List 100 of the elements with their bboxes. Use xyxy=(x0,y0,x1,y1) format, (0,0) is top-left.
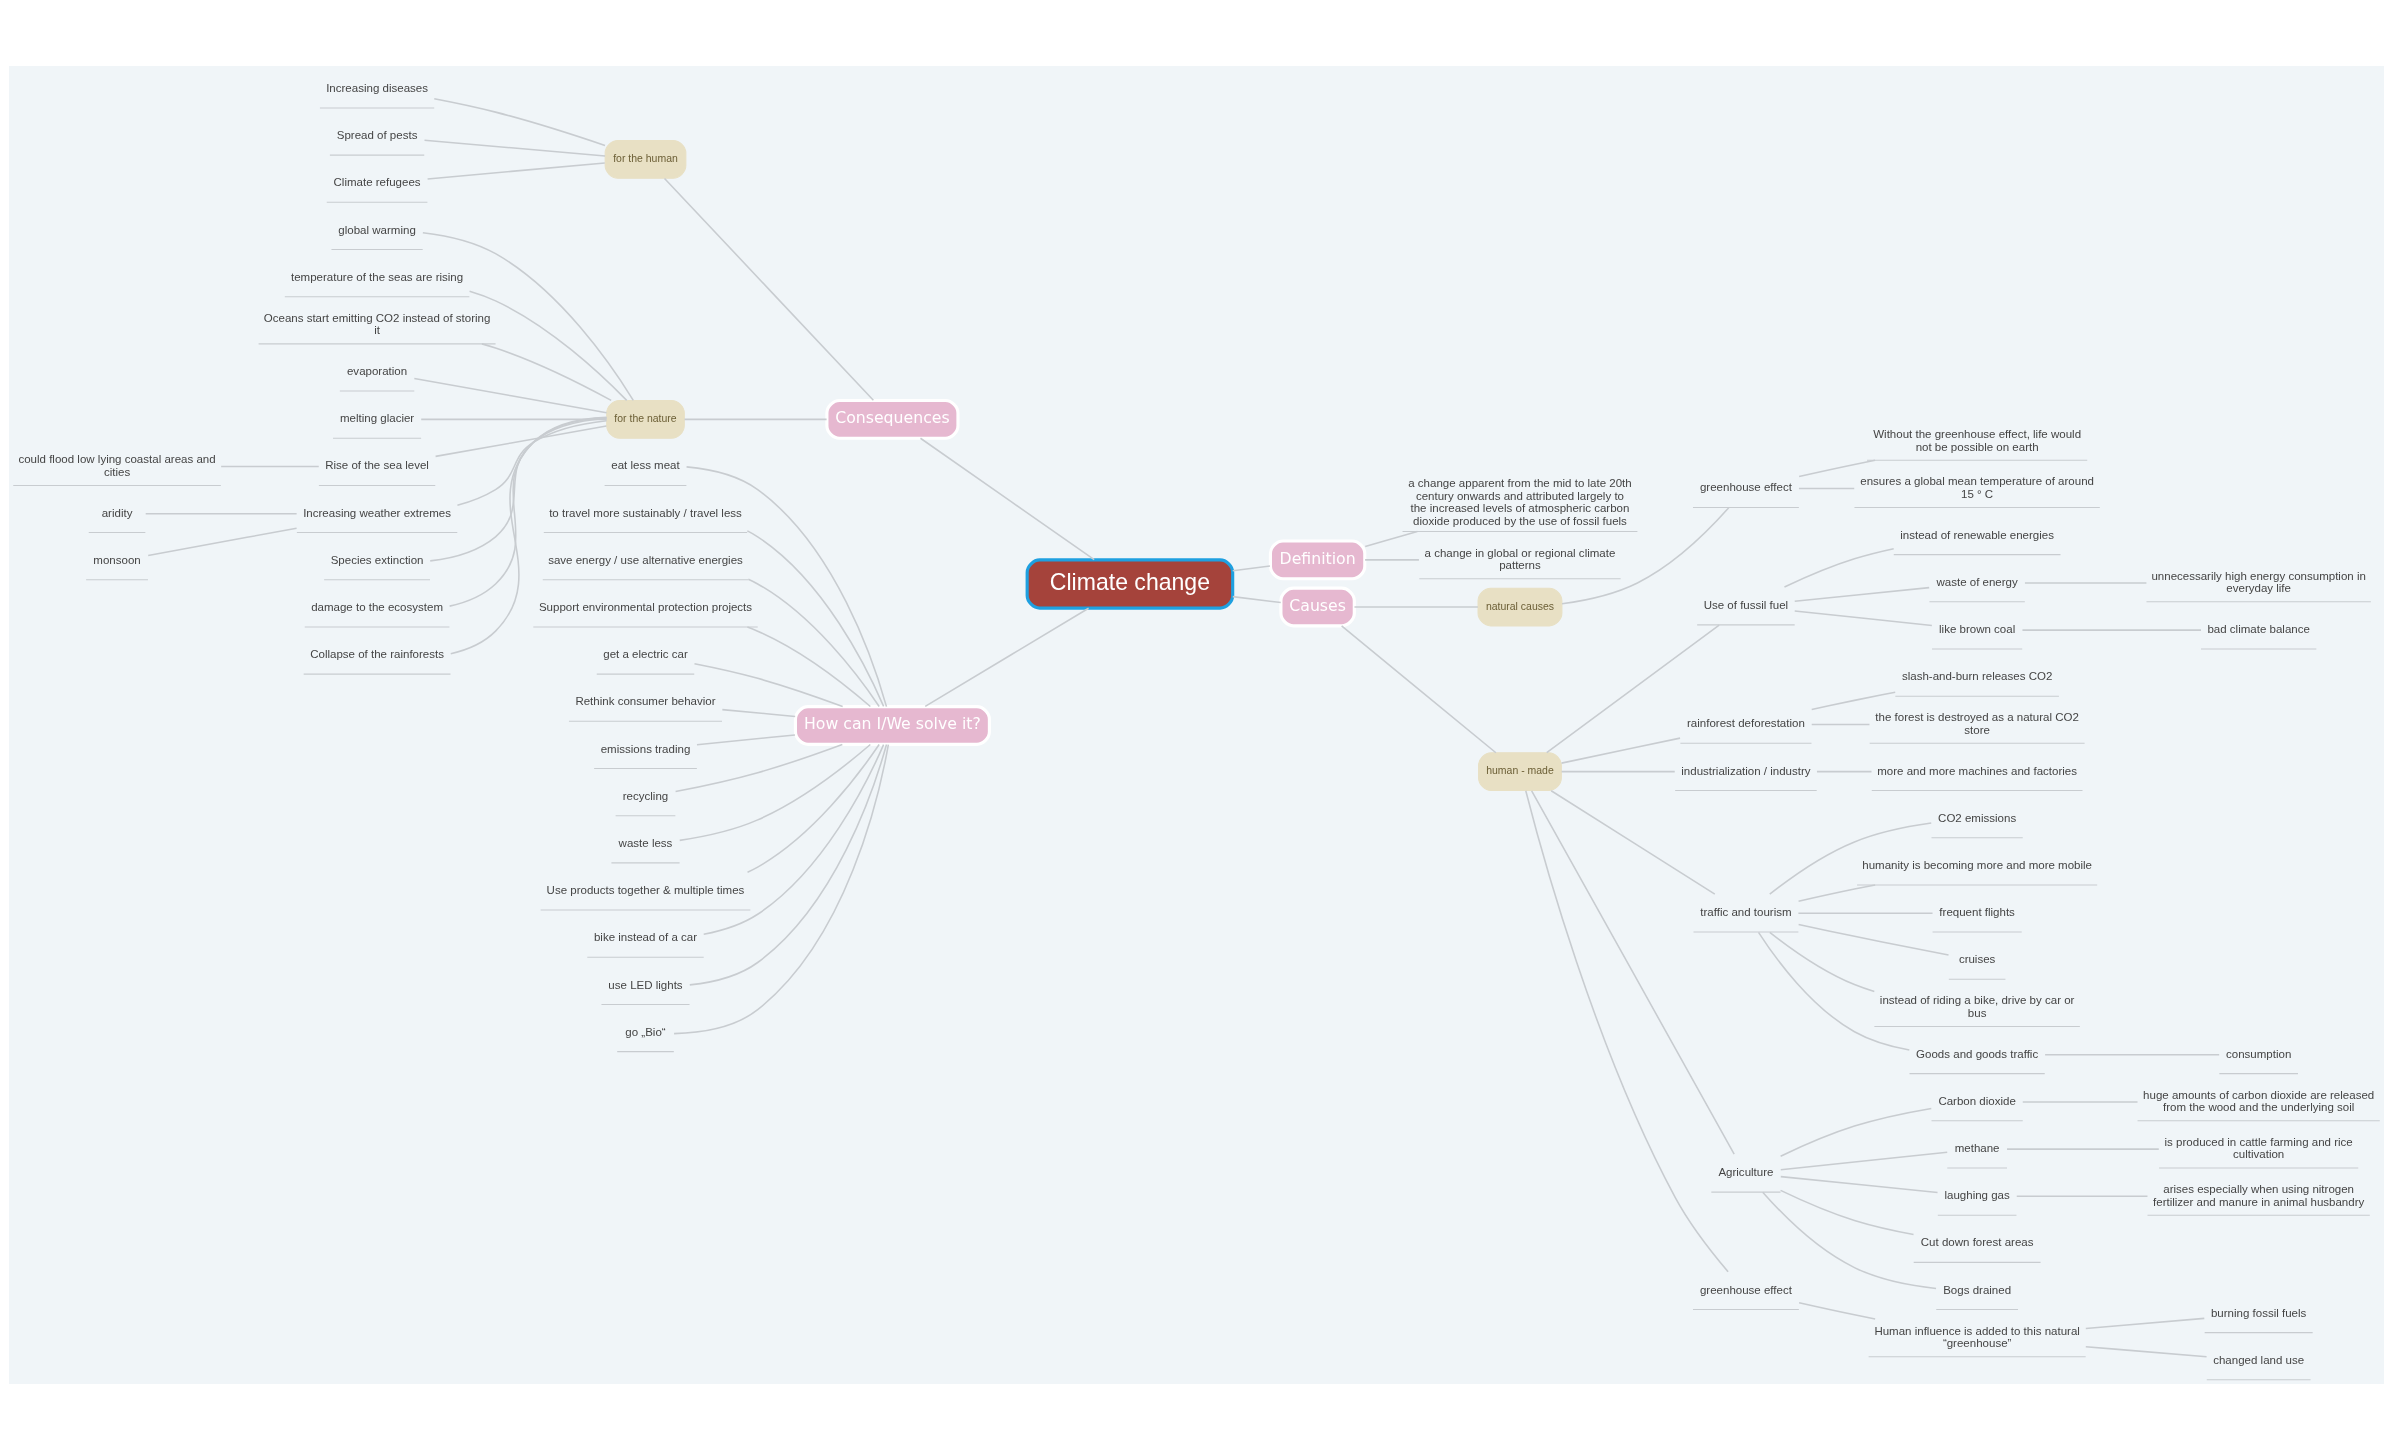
node-box: Definition xyxy=(1268,539,1366,581)
connector xyxy=(428,417,607,562)
connector xyxy=(688,743,887,986)
node-text: Rethink consumer behavior xyxy=(574,695,716,708)
node-text: get a electric car xyxy=(602,648,688,661)
connector xyxy=(2043,1053,2220,1056)
connector xyxy=(674,743,843,793)
node-text: instead of riding a bike, drive by car or bus xyxy=(1879,994,2074,1019)
connector xyxy=(1363,530,1418,548)
connector xyxy=(1231,595,1282,604)
connector xyxy=(746,743,880,873)
connector xyxy=(1560,737,1681,764)
connector xyxy=(144,512,297,515)
connector xyxy=(1779,1107,1932,1157)
node-text: temperature of the seas are rising xyxy=(290,270,463,283)
node-text: arises especially when using nitrogen fertilizer and manure in animal husbandry xyxy=(2152,1182,2364,1208)
node-box: Causes xyxy=(1278,586,1356,628)
node-text: Climate refugees xyxy=(333,176,421,189)
connector xyxy=(746,530,884,708)
connector xyxy=(1524,789,1729,1273)
connector xyxy=(1757,931,1910,1051)
connector xyxy=(423,139,606,157)
node-text: to travel more sustainably / travel less xyxy=(548,506,742,519)
connector xyxy=(1231,565,1271,572)
node-text: Cut down forest areas xyxy=(1920,1236,2033,1249)
connector xyxy=(219,465,320,468)
connector xyxy=(2005,1148,2160,1150)
connector xyxy=(1793,586,1930,602)
node-text: waste of energy xyxy=(1935,575,2018,588)
connector xyxy=(1797,923,1949,956)
connector xyxy=(146,527,297,557)
connector xyxy=(1363,559,1420,561)
node-text: unnecessarily high energy consumption in everyday life xyxy=(2150,569,2366,595)
node-text: bike instead of a car xyxy=(593,931,697,944)
node-text: waste less xyxy=(618,836,672,849)
node-text: Increasing weather extremes xyxy=(302,506,451,519)
connector xyxy=(1797,884,1876,903)
node-text: Use of fussil fuel xyxy=(1703,598,1788,611)
connector xyxy=(678,743,871,842)
node-text: Collapse of the rainforests xyxy=(309,648,444,661)
connector xyxy=(426,162,606,180)
node-text: slash-and-burn releases CO2 xyxy=(1901,670,2052,683)
node-text: rainforest deforestation xyxy=(1686,717,1805,730)
connector xyxy=(721,708,796,718)
node-text: Carbon dioxide xyxy=(1937,1094,2016,1107)
node-text: ensures a global mean temperature of around 15 ° C xyxy=(1859,475,2094,500)
connector xyxy=(1768,822,1932,895)
node-text: frequent flights xyxy=(1938,906,2015,919)
node-box: for the nature xyxy=(605,399,685,439)
node-text: could flood low lying coastal areas and cities xyxy=(17,453,216,478)
node-text: Spread of pests xyxy=(336,129,417,142)
connector xyxy=(1797,912,1933,914)
node-text: consumption xyxy=(2225,1047,2291,1060)
node-text: Use products together & multiple times xyxy=(546,884,744,897)
node-text: save energy / use alternative energies xyxy=(547,553,743,566)
node-text: aridity xyxy=(101,506,132,519)
connector xyxy=(1797,459,1876,478)
node-box: human - made xyxy=(1477,752,1562,792)
connector xyxy=(434,425,607,458)
node-text: Support environmental protection projects xyxy=(538,601,752,614)
node-text: like brown coal xyxy=(1938,623,2015,636)
connector xyxy=(1810,723,1870,726)
connector xyxy=(1797,487,1855,490)
connector xyxy=(1797,1301,1876,1320)
connector xyxy=(663,177,874,401)
node-text: laughing gas xyxy=(1943,1189,2010,1202)
node-text: damage to the ecosystem xyxy=(310,601,443,614)
node-text: instead of renewable energies xyxy=(1899,528,2054,541)
connector xyxy=(1761,1191,1937,1290)
connector xyxy=(1815,770,1872,773)
connector xyxy=(1545,624,1720,754)
connector xyxy=(449,416,607,655)
connector xyxy=(1793,610,1933,627)
node-box: for the human xyxy=(604,139,686,179)
connector xyxy=(468,290,627,402)
node-text: Bogs drained xyxy=(1942,1283,2011,1296)
connector xyxy=(1340,625,1497,754)
connector xyxy=(2084,1345,2207,1358)
node-text: Without the greenhouse effect, life would not be possible on earth xyxy=(1872,428,2081,453)
node-text: emissions trading xyxy=(600,742,690,755)
connector xyxy=(1768,931,1875,993)
connector xyxy=(448,416,607,607)
connector xyxy=(2084,1317,2205,1330)
node-text: greenhouse effect xyxy=(1699,1283,1792,1296)
node-text: Increasing diseases xyxy=(325,82,428,94)
node-text: burning fossil fuels xyxy=(2210,1306,2306,1319)
connector xyxy=(456,420,607,507)
node-text: industrialization / industry xyxy=(1680,764,1811,777)
connector xyxy=(702,743,884,935)
node-text: a change in global or regional climate patterns xyxy=(1424,546,1615,572)
connector xyxy=(685,466,887,708)
connector xyxy=(1779,1175,1938,1194)
node-text: evaporation xyxy=(346,365,407,378)
node-text: methane xyxy=(1954,1142,2000,1155)
connector xyxy=(1779,1151,1948,1171)
connector xyxy=(2015,1195,2148,1198)
node-box: Consequences xyxy=(824,398,960,440)
connector xyxy=(1560,506,1730,605)
connector xyxy=(923,607,1089,708)
node-text: Species extinction xyxy=(330,553,423,566)
